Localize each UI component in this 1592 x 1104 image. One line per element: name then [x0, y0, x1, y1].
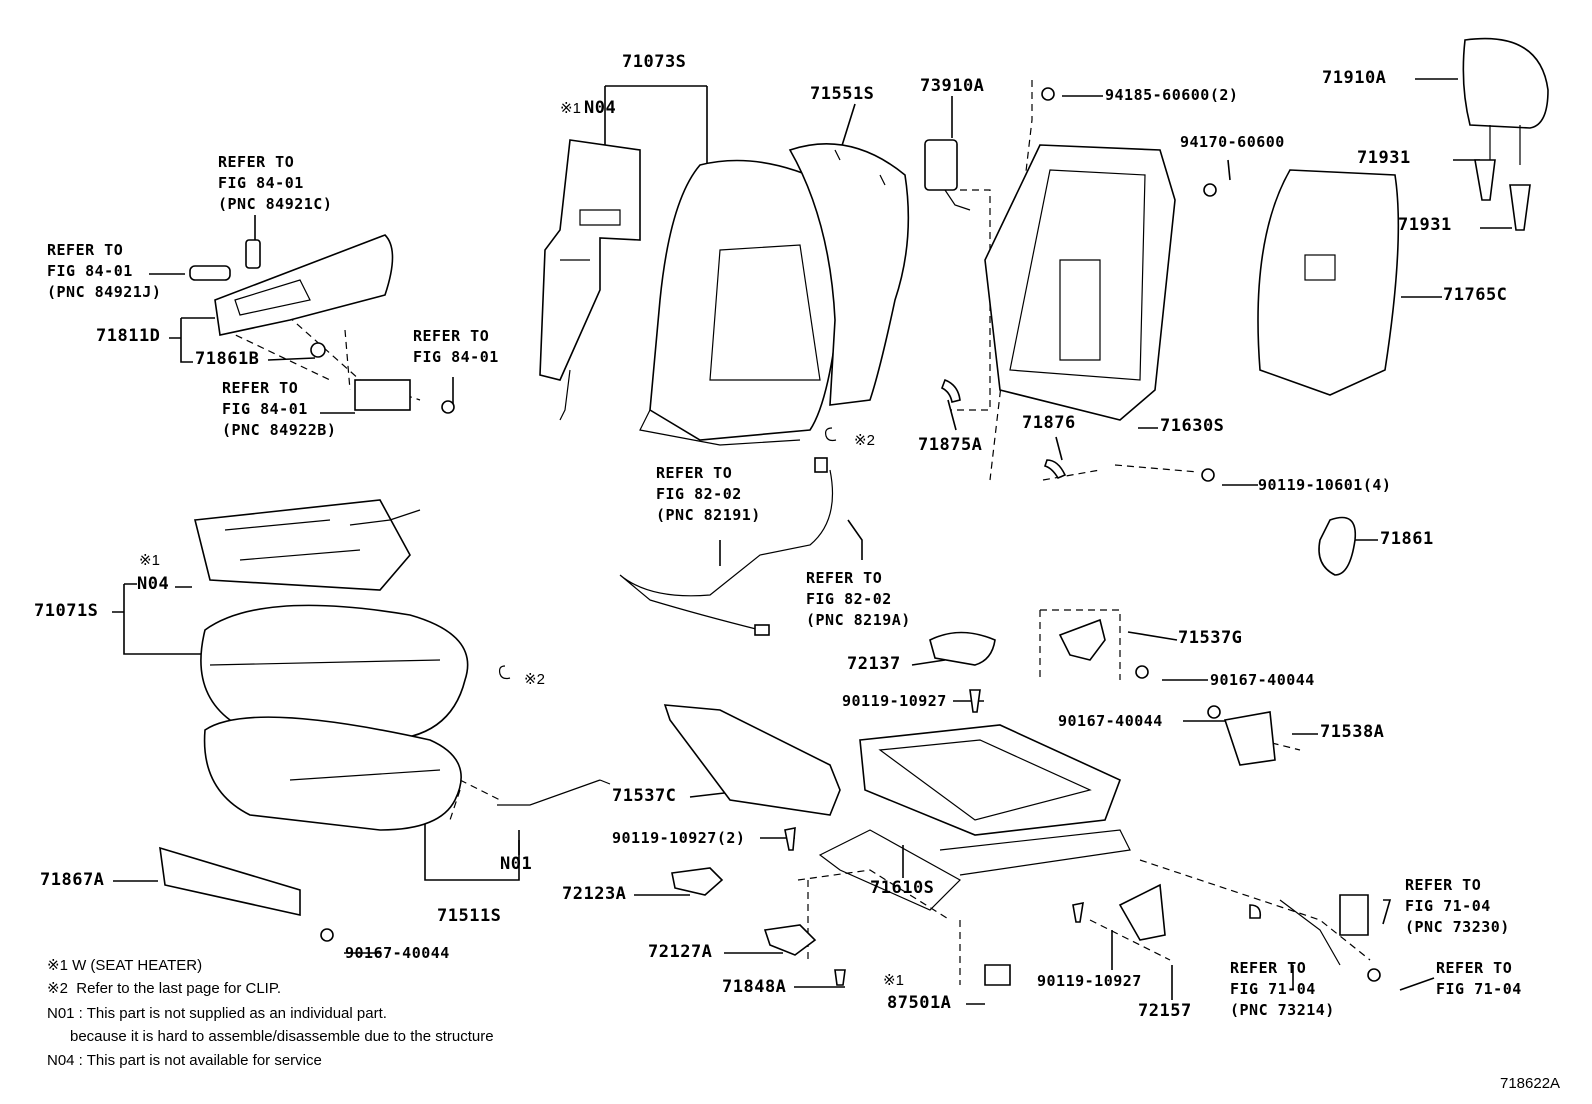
part-71867A[interactable]: 71867A: [40, 870, 105, 890]
mark-2-upper: ※2: [854, 432, 875, 449]
part-90119-10927-2[interactable]: 90119-10927(2): [612, 829, 746, 847]
part-72127A[interactable]: 72127A: [648, 942, 713, 962]
part-72123A[interactable]: 72123A: [562, 884, 627, 904]
part-71537G[interactable]: 71537G: [1178, 628, 1243, 648]
part-94170-60600[interactable]: 94170-60600: [1180, 133, 1285, 151]
mark-1-middle: ※1: [139, 552, 160, 569]
part-71848A[interactable]: 71848A: [722, 977, 787, 997]
part-71071S[interactable]: 71071S: [34, 601, 99, 621]
part-90119-10927-b[interactable]: 90119-10927: [1037, 972, 1142, 990]
refer-84921C[interactable]: REFER TO FIG 84-01 (PNC 84921C): [218, 153, 333, 213]
part-71910A[interactable]: 71910A: [1322, 68, 1387, 88]
part-71876[interactable]: 71876: [1022, 413, 1076, 433]
part-90167-40044-b[interactable]: 90167-40044: [1058, 712, 1163, 730]
part-72137[interactable]: 72137: [847, 654, 901, 674]
part-71511S[interactable]: 71511S: [437, 906, 502, 926]
footnote-seat-heater: ※1 W (SEAT HEATER): [47, 957, 203, 974]
part-71610S[interactable]: 71610S: [870, 878, 935, 898]
note-marker-N01: N01: [500, 854, 533, 874]
refer-84922B[interactable]: REFER TO FIG 84-01 (PNC 84922B): [222, 379, 337, 439]
mark-1-upper: ※1: [560, 100, 581, 117]
part-71537C[interactable]: 71537C: [612, 786, 677, 806]
part-71931-upper[interactable]: 71931: [1357, 148, 1411, 168]
part-71811D[interactable]: 71811D: [96, 326, 161, 346]
footnote-N01-reason: because it is hard to assemble/disassemb…: [70, 1028, 494, 1045]
part-71861B[interactable]: 71861B: [195, 349, 260, 369]
footnote-N04: N04 : This part is not available for ser…: [47, 1052, 322, 1069]
mark-2-lower: ※2: [524, 671, 545, 688]
note-marker-N04-lower: N04: [137, 574, 170, 594]
figure-number: 718622A: [1500, 1075, 1561, 1092]
note-marker-N04-upper: N04: [584, 98, 617, 118]
refer-73230[interactable]: REFER TO FIG 71-04 (PNC 73230): [1405, 876, 1510, 936]
part-drawings: [159, 37, 1549, 986]
part-71630S[interactable]: 71630S: [1160, 416, 1225, 436]
part-71765C[interactable]: 71765C: [1443, 285, 1508, 305]
part-71861[interactable]: 71861: [1380, 529, 1434, 549]
refer-73214[interactable]: REFER TO FIG 71-04 (PNC 73214): [1230, 959, 1335, 1019]
part-73910A[interactable]: 73910A: [920, 76, 985, 96]
clip-marks: [498, 427, 837, 680]
refer-71-04[interactable]: REFER TO FIG 71-04: [1436, 959, 1522, 998]
part-71551S[interactable]: 71551S: [810, 84, 875, 104]
part-71931-lower[interactable]: 71931: [1398, 215, 1452, 235]
refer-84-01[interactable]: REFER TO FIG 84-01: [413, 327, 499, 366]
refer-8219A[interactable]: REFER TO FIG 82-02 (PNC 8219A): [806, 569, 911, 629]
part-90167-40044-a[interactable]: 90167-40044: [1210, 671, 1315, 689]
part-94185-60600[interactable]: 94185-60600(2): [1105, 86, 1239, 104]
footnote-clip: ※2 Refer to the last page for CLIP.: [47, 980, 282, 997]
mark-1-lower: ※1: [883, 972, 904, 989]
part-90119-10601[interactable]: 90119-10601(4): [1258, 476, 1392, 494]
leader-lines: [112, 78, 1512, 1005]
part-90119-10927-a[interactable]: 90119-10927: [842, 692, 947, 710]
dashed-lines: [224, 80, 1371, 985]
refer-82191[interactable]: REFER TO FIG 82-02 (PNC 82191): [656, 464, 761, 524]
part-71538A[interactable]: 71538A: [1320, 722, 1385, 742]
part-72157[interactable]: 72157: [1138, 1001, 1192, 1021]
part-71875A[interactable]: 71875A: [918, 435, 983, 455]
footnote-N01: N01 : This part is not supplied as an in…: [47, 1005, 387, 1022]
part-90167-40044-c[interactable]: 90167-40044: [345, 944, 450, 962]
refer-84921J[interactable]: REFER TO FIG 84-01 (PNC 84921J): [47, 241, 162, 301]
part-87501A[interactable]: 87501A: [887, 993, 952, 1013]
part-71073S[interactable]: 71073S: [622, 52, 687, 72]
